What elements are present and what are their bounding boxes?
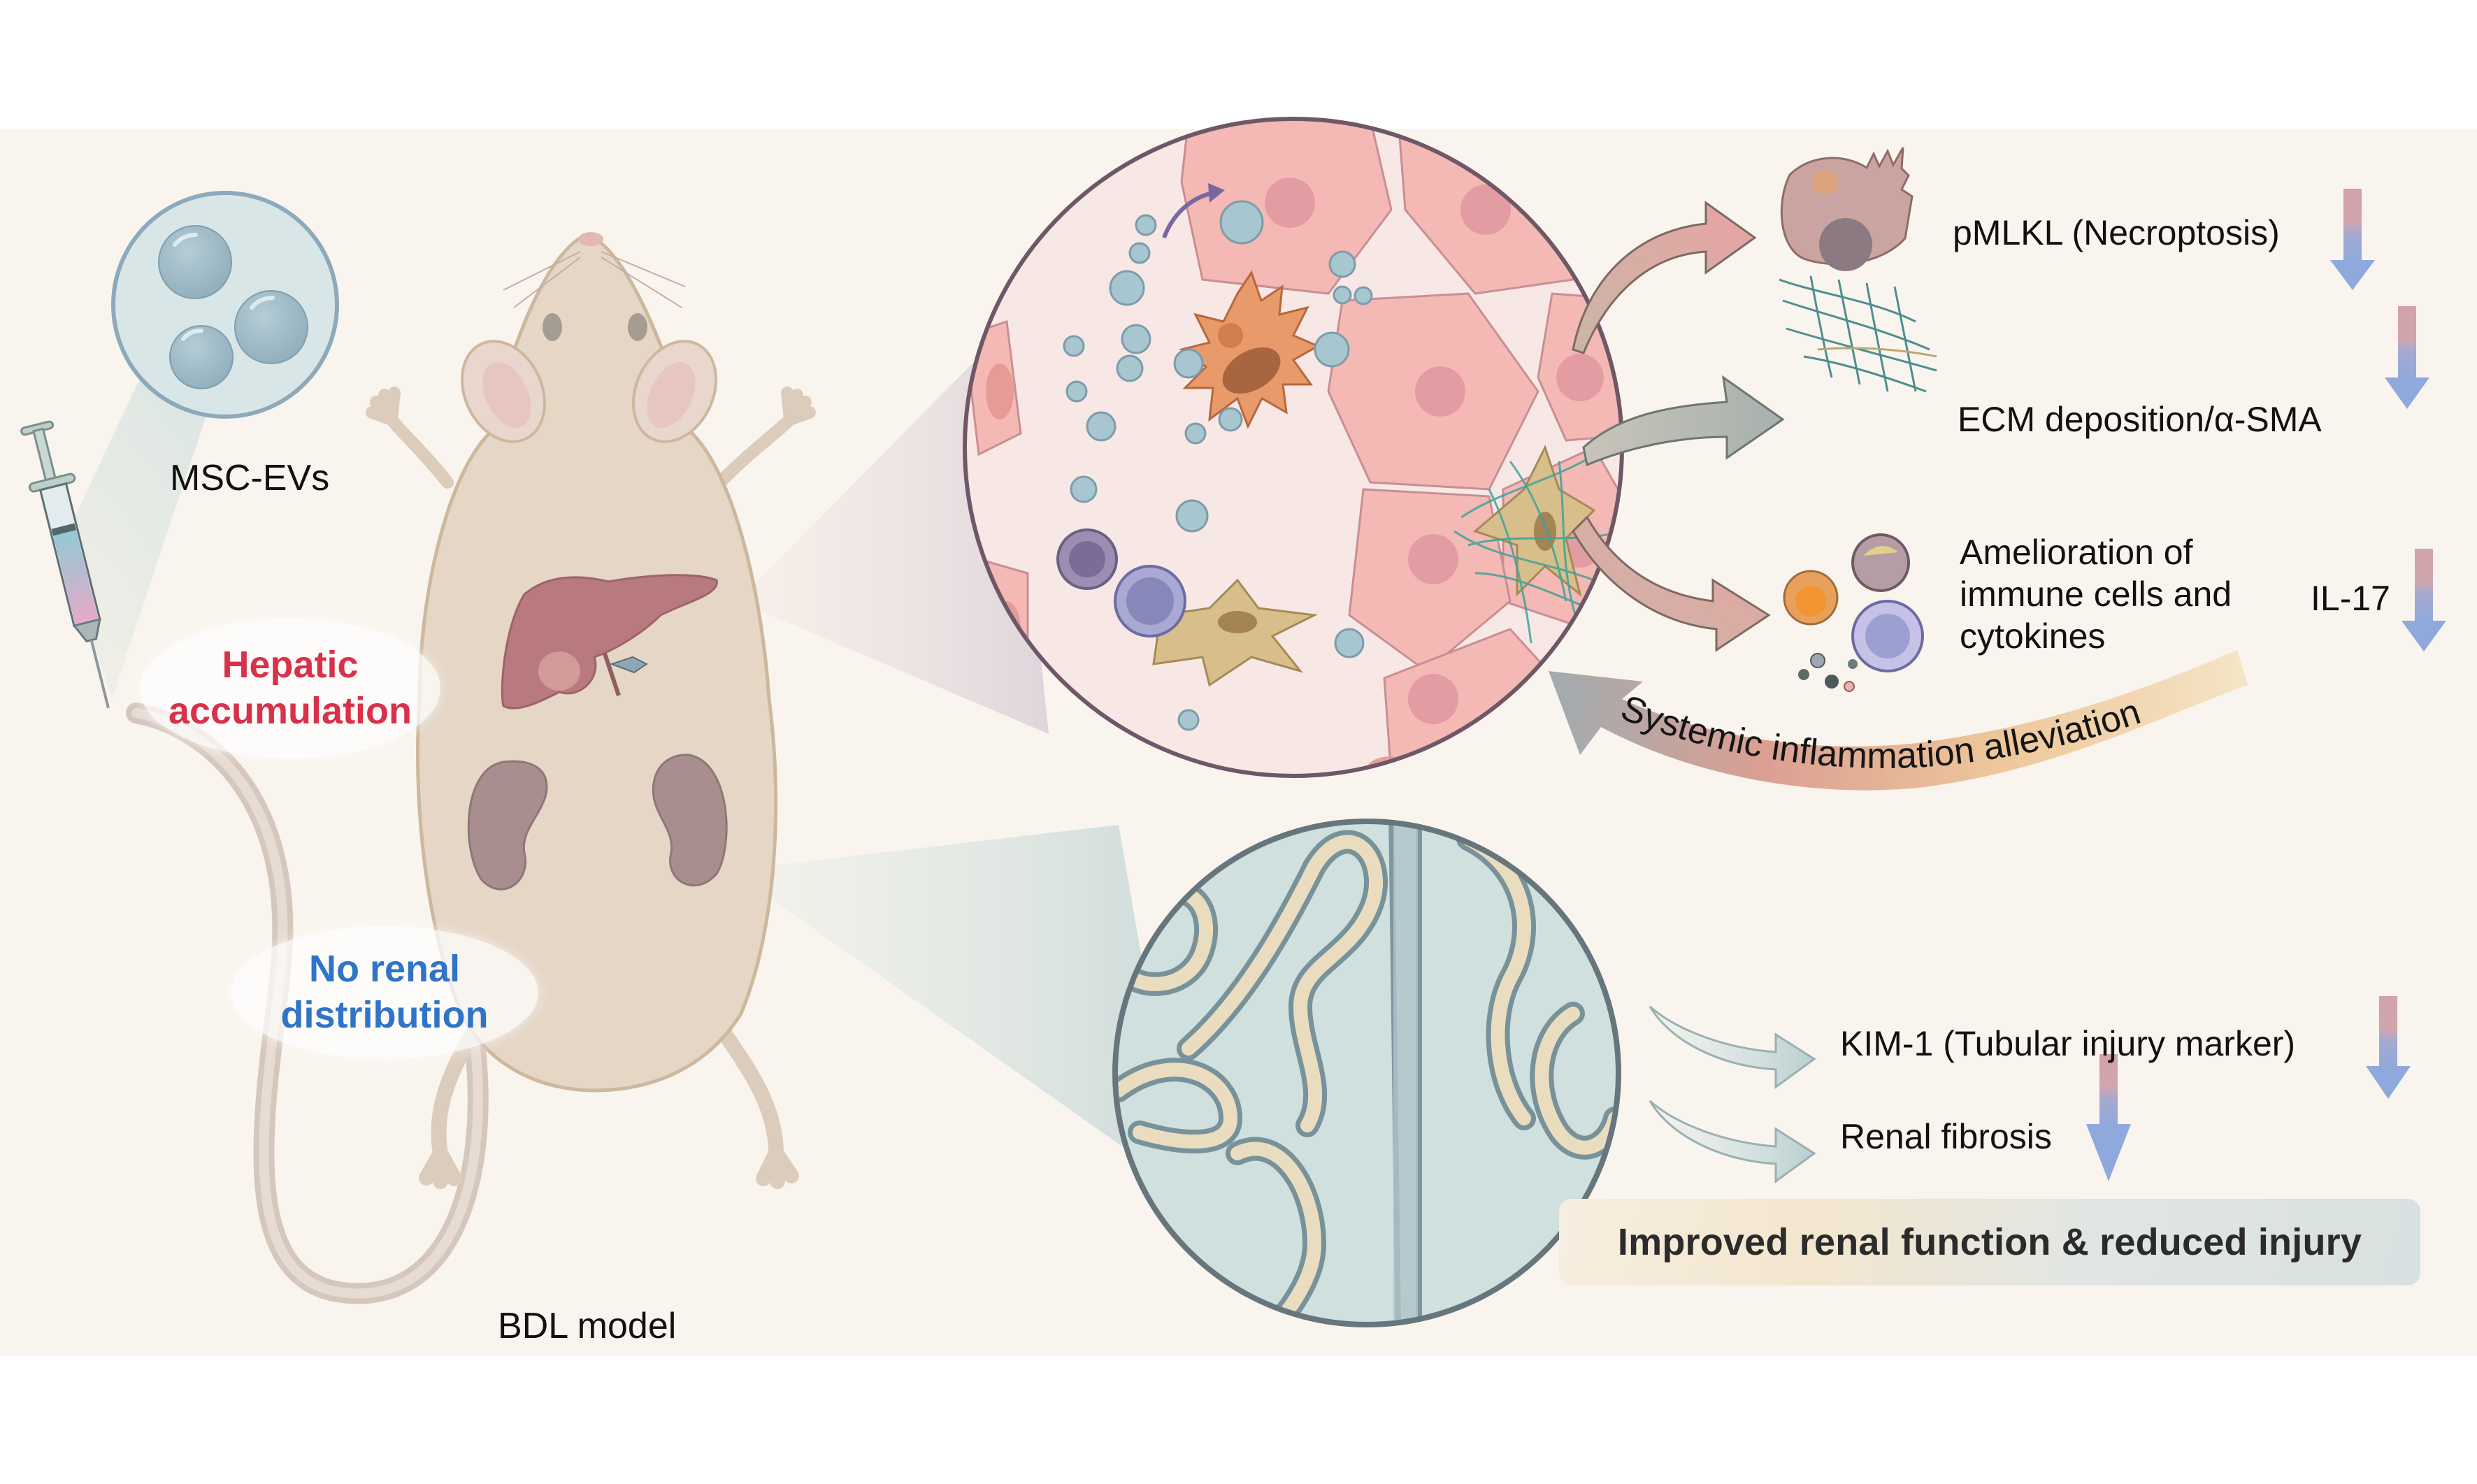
hepatic-accumulation-callout: Hepatic accumulation [140, 619, 440, 758]
ecm-deposition-label: ECM deposition/α-SMA [1958, 400, 2322, 439]
result-summary-label: Improved renal function & reduced injury [1617, 1221, 2362, 1263]
msc-ev-zoom-circle [111, 191, 339, 419]
extracellular-vesicle [234, 290, 308, 364]
arrow-to-ecm [1582, 375, 1785, 467]
arrow-to-kim1 [1649, 1005, 1816, 1089]
syringe-icon [20, 420, 110, 709]
kidney-organ [652, 754, 728, 887]
down-arrow-icon-il17 [2401, 549, 2446, 651]
kidney-organ [467, 760, 548, 891]
result-summary-box: Improved renal function & reduced injury [1559, 1199, 2420, 1285]
pmlkl-necroptosis-label: pMLKL (Necroptosis) [1953, 213, 2280, 252]
liver-tissue-zoom-circle [963, 117, 1624, 778]
ecm-mesh-icon [1779, 275, 1937, 393]
arrow-to-renal-fibrosis [1649, 1100, 1816, 1183]
renal-label-line2: distribution [280, 994, 489, 1036]
systemic-inflammation-arrow [1549, 650, 2248, 791]
ev-zoom-cone [62, 343, 231, 699]
no-renal-distribution-callout: No renal distribution [231, 926, 538, 1059]
down-arrow-icon-ecm [2385, 306, 2429, 409]
down-arrow-icon-renal-fibrosis [2086, 1054, 2131, 1181]
macrophage-cell [1179, 270, 1321, 429]
renal-label-line1: No renal [308, 948, 461, 990]
mouse-illustration [366, 232, 816, 1189]
bdl-model-label: BDL model [498, 1306, 677, 1346]
down-arrow-icon-pmlkl [2330, 189, 2375, 290]
arrow-to-immune [1572, 515, 1771, 652]
hepatic-label-line1: Hepatic [222, 644, 359, 686]
renal-fibrosis-label: Renal fibrosis [1840, 1117, 2052, 1156]
arrow-to-necroptosis [1572, 201, 1757, 354]
kidney-zoom-cone [731, 825, 1182, 1188]
kim1-label: KIM-1 (Tubular injury marker) [1840, 1024, 2296, 1063]
msc-evs-label: MSC-EVs [170, 458, 330, 498]
necrotic-cell-icon [1780, 147, 1914, 271]
immune-cells-icon [1783, 533, 1924, 692]
immune-label-line1: Amelioration of [1960, 533, 2193, 572]
immune-amelioration-label: Amelioration of immune cells and cytokin… [1960, 531, 2232, 657]
extracellular-vesicle [169, 325, 234, 389]
immune-label-line2: immune cells and [1960, 575, 2232, 614]
hepatic-label-line2: accumulation [168, 690, 412, 732]
down-arrow-icon-kim1 [2366, 996, 2411, 1099]
immune-label-line3: cytokines [1960, 617, 2106, 656]
kidney-tissue-zoom-circle [1112, 819, 1621, 1327]
il17-label: IL-17 [2311, 579, 2390, 618]
